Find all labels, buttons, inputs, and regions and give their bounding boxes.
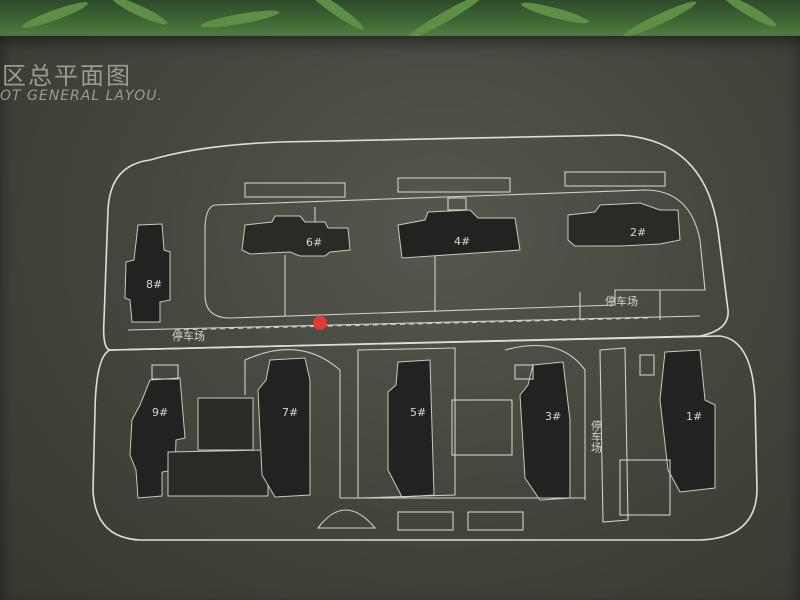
building-7: [257, 357, 311, 498]
you-are-here-marker: [313, 316, 327, 330]
building-label-5: 5#: [410, 406, 426, 419]
building-label-2: 2#: [630, 226, 646, 239]
sign-title-english: OT GENERAL LAYOU.: [0, 88, 163, 104]
building-3: [519, 361, 571, 501]
building-4: [397, 209, 521, 259]
building-label-6: 6#: [306, 236, 322, 249]
building-label-8: 8#: [146, 278, 162, 291]
parking-label-vertical: 停车场: [590, 419, 603, 454]
building-label-7: 7#: [282, 406, 298, 419]
parking-label-top-right: 停车场: [605, 294, 638, 308]
building-2: [567, 202, 681, 247]
building-6: [241, 215, 351, 257]
inner-ring-road: [204, 189, 706, 319]
walkway-dashed: [174, 317, 651, 331]
site-boundary: [102, 134, 729, 351]
building-5: [387, 359, 435, 498]
lower-site-boundary: [92, 335, 758, 541]
building-label-3: 3#: [545, 410, 561, 423]
building-1: [659, 349, 716, 493]
parking-label-left: 停车场: [172, 329, 205, 343]
amphitheater: [316, 509, 377, 529]
building-label-1: 1#: [686, 410, 702, 423]
building-8: [124, 223, 171, 323]
building-label-9: 9#: [152, 406, 168, 419]
sign-title-chinese: 区总平面图: [2, 62, 132, 90]
building-label-4: 4#: [454, 235, 470, 248]
